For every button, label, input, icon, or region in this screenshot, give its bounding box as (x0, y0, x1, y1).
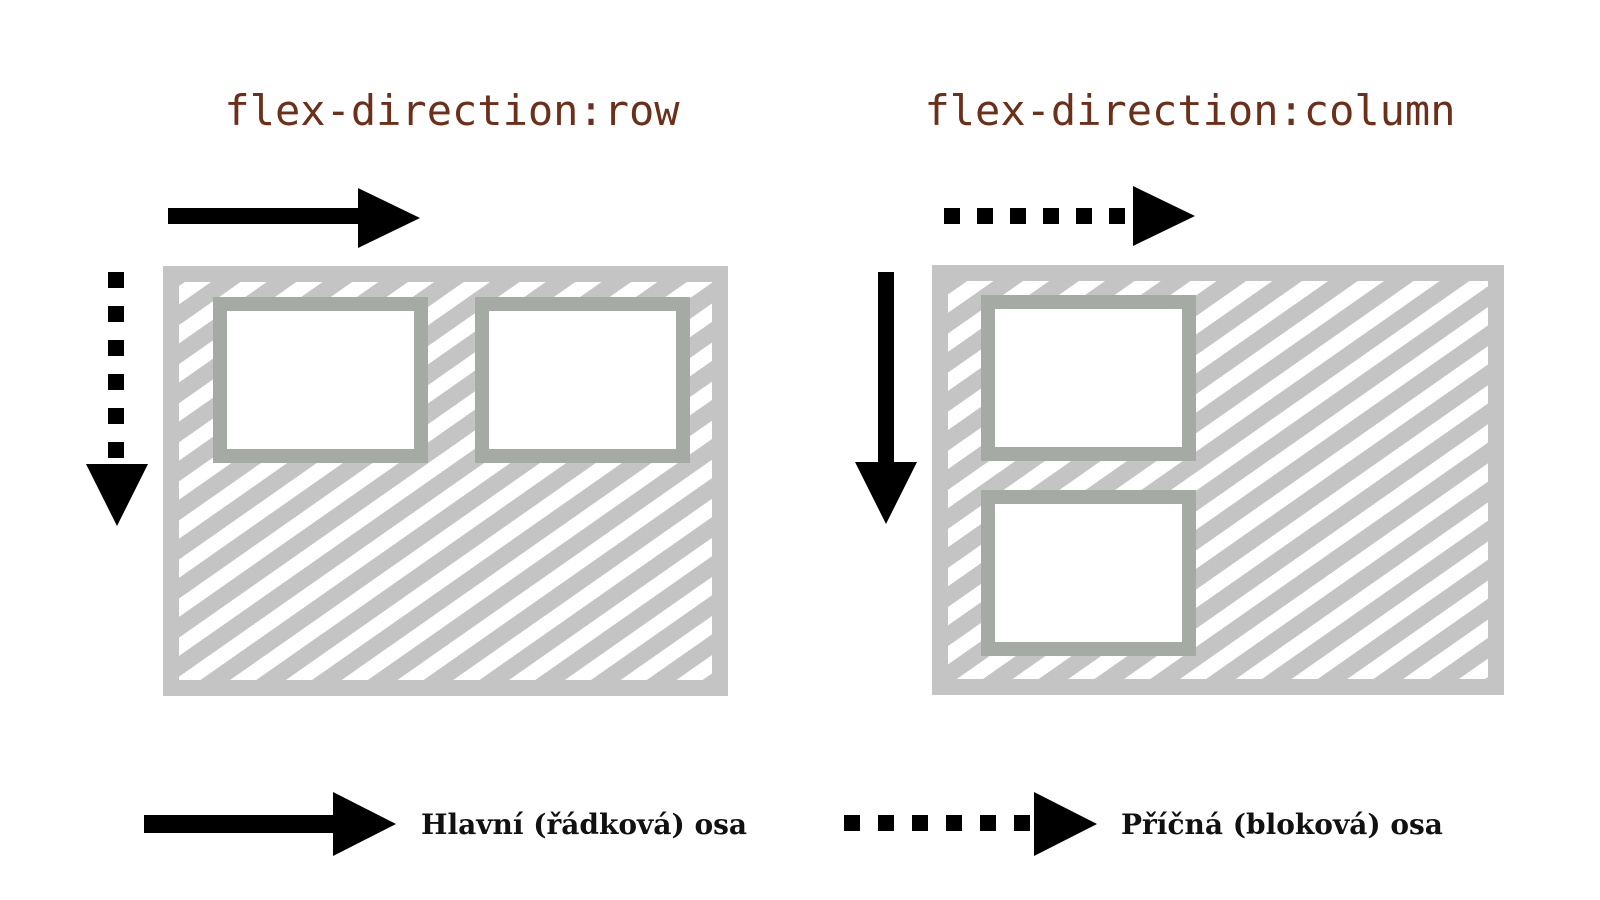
column-panel: flex-direction:column (855, 86, 1504, 695)
column-flex-item-1 (981, 295, 1196, 461)
row-cross-axis-arrow (86, 272, 148, 526)
column-main-axis-arrow (855, 272, 917, 524)
row-flex-item-1 (213, 297, 428, 463)
column-cross-axis-arrow (944, 186, 1195, 246)
column-title: flex-direction:column (924, 86, 1455, 135)
main-axis-legend-label: Hlavní (řádková) osa (421, 808, 747, 841)
cross-axis-legend-label: Příčná (bloková) osa (1121, 808, 1443, 841)
row-main-axis-arrow (168, 188, 420, 248)
legend: Hlavní (řádková) osa Příčná (bloková) os… (144, 792, 1443, 856)
row-title: flex-direction:row (224, 86, 680, 135)
column-flex-item-2 (981, 490, 1196, 656)
solid-arrow-icon (144, 792, 396, 856)
row-flex-item-2 (475, 297, 690, 463)
dotted-arrow-icon (844, 792, 1097, 856)
row-panel: flex-direction:row (86, 86, 728, 696)
